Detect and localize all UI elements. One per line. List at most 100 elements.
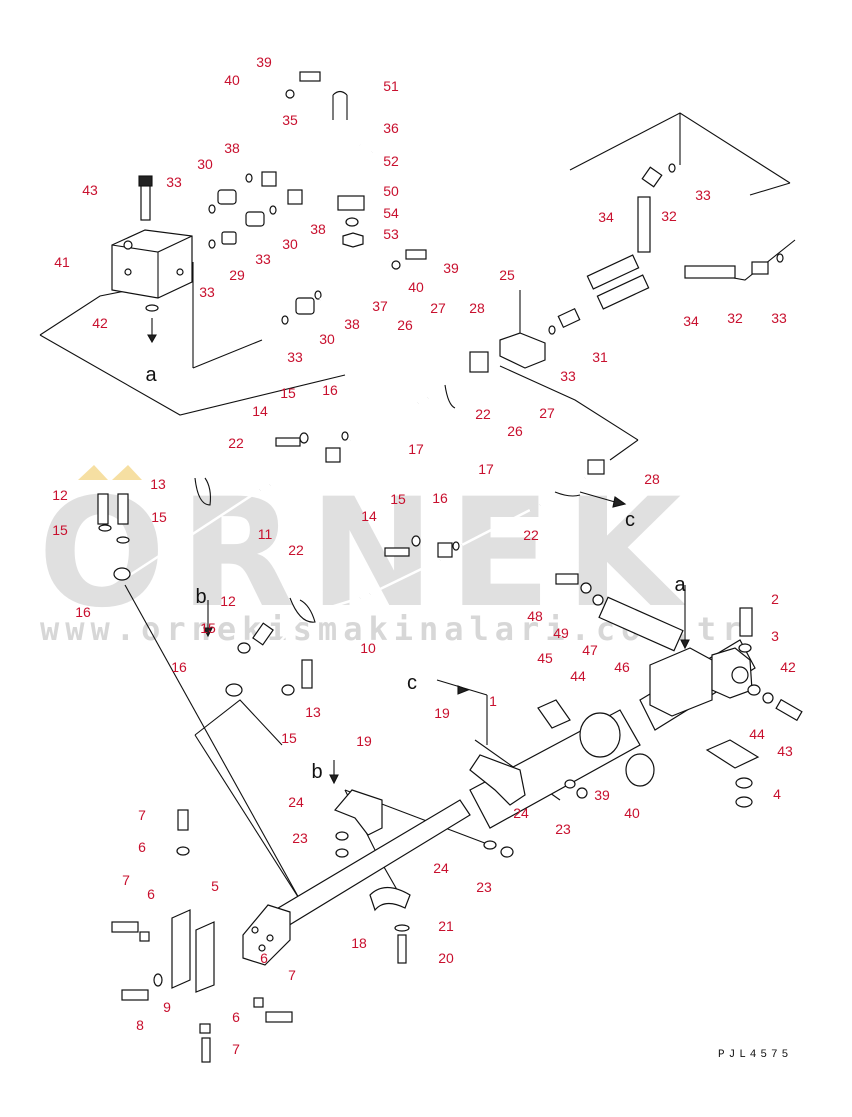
part-label-31: 31 (592, 349, 608, 365)
part-label-40: 40 (224, 72, 240, 88)
guide-lines (39, 112, 796, 901)
part-label-53: 53 (383, 226, 399, 242)
part-label-28: 28 (469, 300, 485, 316)
part-label-16: 16 (432, 490, 448, 506)
part-label-23: 23 (555, 821, 571, 837)
part-label-8: 8 (136, 1017, 144, 1033)
part-label-15: 15 (52, 522, 68, 538)
part-label-24: 24 (513, 805, 529, 821)
part-label-33: 33 (199, 284, 215, 300)
view-marker-c: c (407, 672, 417, 694)
view-marker-b: b (195, 586, 206, 608)
main-cylinder (203, 491, 803, 966)
part-label-6: 6 (232, 1009, 240, 1025)
part-label-50: 50 (383, 183, 399, 199)
part-label-38: 38 (310, 221, 326, 237)
part-label-52: 52 (383, 153, 399, 169)
part-label-15: 15 (390, 491, 406, 507)
part-label-22: 22 (228, 435, 244, 451)
part-label-23: 23 (476, 879, 492, 895)
valve-block-assembly (111, 173, 322, 344)
part-label-34: 34 (683, 313, 699, 329)
part-label-15: 15 (280, 385, 296, 401)
part-label-39: 39 (443, 260, 459, 276)
part-label-38: 38 (224, 140, 240, 156)
part-label-13: 13 (305, 704, 321, 720)
part-label-20: 20 (438, 950, 454, 966)
part-label-30: 30 (197, 156, 213, 172)
part-label-15: 15 (151, 509, 167, 525)
part-label-2: 2 (771, 591, 779, 607)
view-marker-c: c (625, 509, 635, 531)
part-label-42: 42 (92, 315, 108, 331)
mounting-plates (111, 809, 293, 1063)
part-label-40: 40 (408, 279, 424, 295)
part-label-33: 33 (560, 368, 576, 384)
part-label-24: 24 (433, 860, 449, 876)
drawing-code: PJL4575 (718, 1049, 792, 1061)
part-label-54: 54 (383, 205, 399, 221)
part-label-17: 17 (478, 461, 494, 477)
part-label-16: 16 (322, 382, 338, 398)
part-label-33: 33 (255, 251, 271, 267)
part-label-23: 23 (292, 830, 308, 846)
part-label-6: 6 (138, 839, 146, 855)
part-label-39: 39 (594, 787, 610, 803)
part-label-32: 32 (727, 310, 743, 326)
part-label-9: 9 (163, 999, 171, 1015)
part-label-12: 12 (52, 487, 68, 503)
part-label-39: 39 (256, 54, 272, 70)
part-label-42: 42 (780, 659, 796, 675)
part-label-22: 22 (523, 527, 539, 543)
part-label-33: 33 (695, 187, 711, 203)
part-label-44: 44 (749, 726, 765, 742)
part-label-16: 16 (171, 659, 187, 675)
part-label-48: 48 (527, 608, 543, 624)
part-label-24: 24 (288, 794, 304, 810)
part-label-12: 12 (220, 593, 236, 609)
part-label-33: 33 (287, 349, 303, 365)
part-label-46: 46 (614, 659, 630, 675)
view-marker-b: b (311, 761, 322, 783)
part-label-30: 30 (319, 331, 335, 347)
part-label-51: 51 (383, 78, 399, 94)
part-label-22: 22 (288, 542, 304, 558)
tubes (97, 351, 605, 697)
part-label-7: 7 (232, 1041, 240, 1057)
part-label-34: 34 (598, 209, 614, 225)
part-label-6: 6 (147, 886, 155, 902)
part-label-6: 6 (260, 950, 268, 966)
part-label-13: 13 (150, 476, 166, 492)
part-label-32: 32 (661, 208, 677, 224)
part-label-47: 47 (582, 642, 598, 658)
part-label-15: 15 (200, 620, 216, 636)
part-label-35: 35 (282, 112, 298, 128)
part-label-26: 26 (507, 423, 523, 439)
upper-right-hoses (499, 163, 784, 369)
view-marker-a: a (674, 574, 686, 596)
part-label-10: 10 (360, 640, 376, 656)
part-label-1: 1 (489, 693, 497, 709)
part-label-30: 30 (282, 236, 298, 252)
view-marker-a: a (145, 364, 157, 386)
part-label-14: 14 (361, 508, 377, 524)
part-label-43: 43 (777, 743, 793, 759)
part-label-43: 43 (82, 182, 98, 198)
part-label-33: 33 (166, 174, 182, 190)
part-label-3: 3 (771, 628, 779, 644)
part-label-29: 29 (229, 267, 245, 283)
upper-hoses (261, 71, 427, 302)
part-label-26: 26 (397, 317, 413, 333)
part-label-38: 38 (344, 316, 360, 332)
part-label-25: 25 (499, 267, 515, 283)
part-label-27: 27 (539, 405, 555, 421)
part-label-19: 19 (434, 705, 450, 721)
part-label-4: 4 (773, 786, 781, 802)
part-label-22: 22 (475, 406, 491, 422)
part-label-15: 15 (281, 730, 297, 746)
view-markers: a b c a c b (145, 364, 686, 783)
part-label-49: 49 (553, 625, 569, 641)
part-label-41: 41 (54, 254, 70, 270)
part-label-18: 18 (351, 935, 367, 951)
